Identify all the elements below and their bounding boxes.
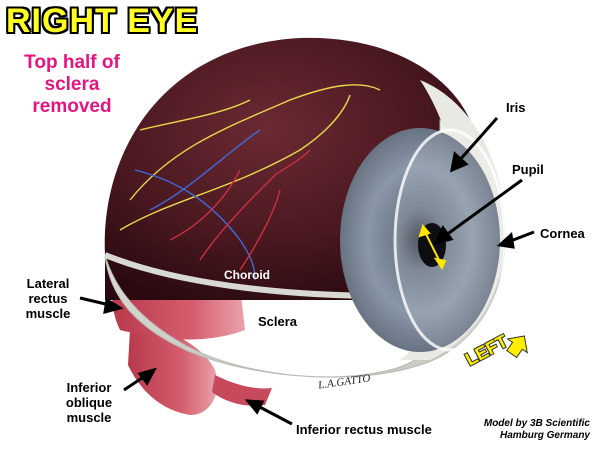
blood-vessels [119,84,381,281]
iris-label: Iris [506,100,526,115]
iris-arrow [456,117,499,163]
model-credit: Model by 3B Scientific Hamburg Germany [483,418,590,441]
pupil-diameter-arrow [418,223,447,271]
choroid-label: Choroid [224,268,270,282]
page-title: RIGHT EYE [6,2,199,40]
sclera-label: Sclera [258,314,298,329]
arrow-left-icon [506,335,528,359]
leader-arrows [79,117,535,426]
lateral-rectus-label: Lateral rectus muscle [25,276,71,321]
cornea-label: Cornea [540,226,585,241]
inferior-rectus-label: Inferior rectus muscle [296,422,432,437]
pupil-label: Pupil [512,162,544,177]
pupil-arrow [441,178,523,240]
subtitle: Top half of sclera removed [24,52,120,117]
inferior-rectus-muscle [212,375,272,406]
inferior-oblique-muscle [128,327,218,415]
inferior-oblique-label: Inferior oblique muscle [65,380,113,425]
